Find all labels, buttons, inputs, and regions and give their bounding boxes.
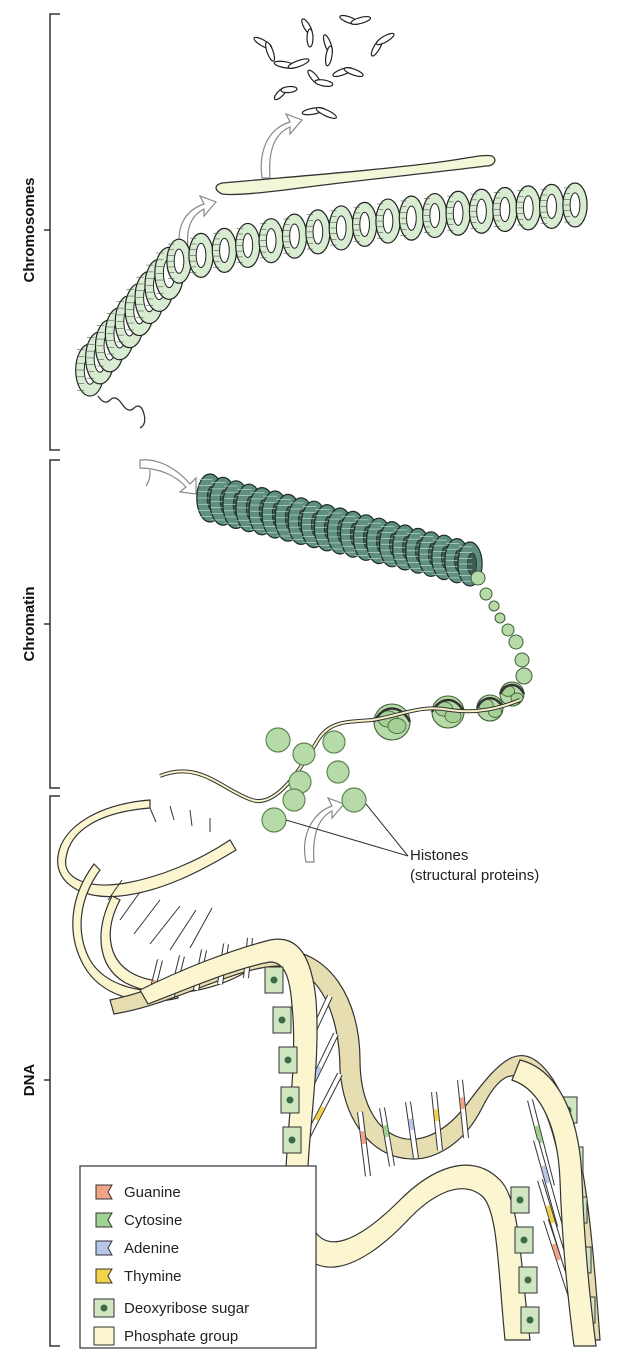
legend-label: Deoxyribose sugar [124,1300,249,1317]
supercoil-ring [259,219,283,263]
supercoil-ring [399,196,423,240]
deoxyribose-sugar [511,1187,529,1213]
legend-label: Thymine [124,1268,182,1285]
chromosomes-bracket [44,14,60,450]
supercoil-ring [563,183,587,227]
arrow-to-histones [305,798,344,862]
deoxyribose-sugar [265,967,283,993]
legend-item: Adenine [96,1240,179,1257]
chromatin-bead [495,613,505,623]
legend-item: Guanine [96,1184,181,1201]
chromatin-bead [471,571,485,585]
nucleosome [374,704,410,740]
condensed-chromatin [197,474,482,586]
deoxyribose-sugar-icon [94,1299,114,1317]
callout-histones: Histones [410,847,468,864]
dna-bracket [44,796,60,1346]
supercoiled-fiber [76,183,587,396]
histone [262,808,286,832]
section-brackets [44,14,60,1346]
legend: GuanineCytosineAdenineThymineDeoxyribose… [80,1166,316,1348]
legend-label: Guanine [124,1184,181,1201]
histone [266,728,290,752]
legend-label: Phosphate group [124,1328,238,1345]
deoxyribose-sugar [283,1127,301,1153]
chromatin-bead [489,601,499,611]
supercoil-ring [306,210,330,254]
callout-structural-proteins: (structural proteins) [410,867,539,884]
supercoil-ring [353,202,377,246]
chromatin-bracket [44,460,60,788]
supercoil-ring [540,184,564,228]
label-chromosomes: Chromosomes [21,177,38,282]
chromosome-fiber [216,155,495,194]
deoxyribose-sugar [519,1267,537,1293]
supercoil-ring [493,187,517,231]
deoxyribose-sugar [521,1307,539,1333]
histone [283,789,305,811]
supercoil-ring [212,228,236,272]
histone [293,743,315,765]
supercoil-ring [446,191,470,235]
histone [327,761,349,783]
chromatin-beads [471,571,532,684]
chromatin-bead [509,635,523,649]
chromatin-bead [480,588,492,600]
supercoil-ring [236,223,260,267]
legend-item: Thymine [96,1268,182,1285]
chromatin-bead [502,624,514,636]
supercoil-ring [282,214,306,258]
supercoil-spring [98,396,145,428]
supercoil-ring [376,199,400,243]
arrow-to-supercoil [140,460,196,494]
histone [323,731,345,753]
deoxyribose-sugar [281,1087,299,1113]
chromatin-bead [515,653,529,667]
label-dna: DNA [21,1064,38,1097]
arrow-to-chromosomes [261,114,302,178]
supercoil-ring [167,239,191,283]
phosphate-group-icon [94,1327,114,1345]
supercoil-ring [469,189,493,233]
legend-label: Adenine [124,1240,179,1257]
deoxyribose-sugar [273,1007,291,1033]
label-chromatin: Chromatin [21,587,38,662]
metaphase-chromosomes [248,6,397,126]
supercoil-ring [423,194,447,238]
supercoil-ring [516,186,540,230]
histone [342,788,366,812]
chromatin-bead [516,668,532,684]
supercoil-ring [329,206,353,250]
supercoil-ring [189,233,213,277]
section-labels: Chromosomes Chromatin DNA [21,177,38,1096]
legend-label: Cytosine [124,1212,182,1229]
legend-box [80,1166,316,1348]
deoxyribose-sugar [515,1227,533,1253]
deoxyribose-sugar [279,1047,297,1073]
